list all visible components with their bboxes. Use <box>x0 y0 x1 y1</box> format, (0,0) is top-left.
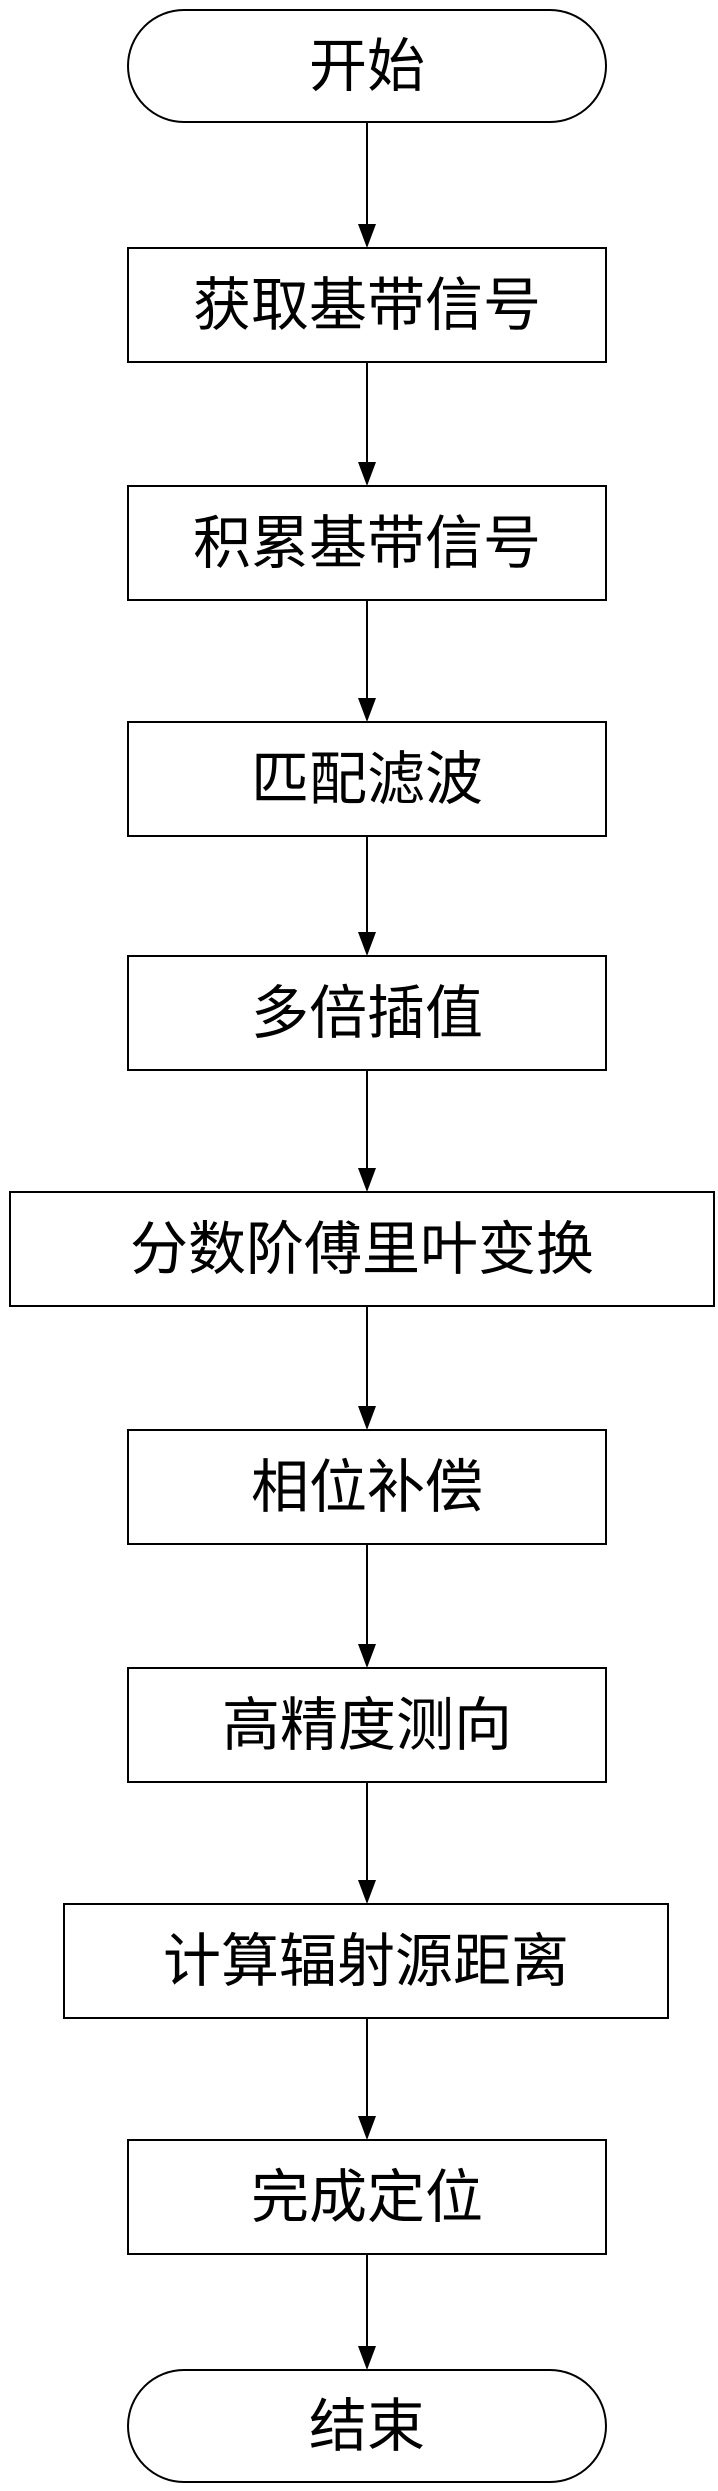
arrow-phase-comp-to-direction <box>358 1544 376 1668</box>
arrowhead-icon <box>358 224 376 248</box>
process-box <box>127 247 607 363</box>
process-box <box>9 1191 715 1307</box>
arrow-direction-to-distance <box>358 1782 376 1904</box>
node-label: 分数阶傅里叶变换 <box>130 1215 594 1283</box>
node-label: 结束 <box>309 2392 425 2460</box>
node-label: 积累基带信号 <box>193 509 541 577</box>
arrow-frft-to-phase-comp <box>358 1306 376 1430</box>
arrow-distance-to-locate <box>358 2018 376 2140</box>
node-label: 获取基带信号 <box>193 271 541 339</box>
arrow-start-to-acquire <box>358 122 376 248</box>
process-box <box>63 1903 669 2019</box>
node-label: 相位补偿 <box>251 1453 483 1521</box>
node-label: 计算辐射源距离 <box>163 1927 569 1995</box>
arrowhead-icon <box>358 1168 376 1192</box>
process-box <box>127 2139 607 2255</box>
arrow-acquire-to-accumulate <box>358 362 376 486</box>
node-locate: 完成定位 <box>127 2139 607 2255</box>
process-box <box>127 1667 607 1783</box>
process-box <box>127 1429 607 1545</box>
node-direction: 高精度测向 <box>127 1667 607 1783</box>
arrow-locate-to-end <box>358 2254 376 2370</box>
process-box <box>127 955 607 1071</box>
terminal-shape <box>127 2369 607 2483</box>
node-distance: 计算辐射源距离 <box>63 1903 669 2019</box>
arrowhead-icon <box>358 1406 376 1430</box>
arrowhead-icon <box>358 2346 376 2370</box>
edges <box>358 122 376 2370</box>
nodes: 开始获取基带信号积累基带信号匹配滤波多倍插值分数阶傅里叶变换相位补偿高精度测向计… <box>9 9 715 2483</box>
node-phase-comp: 相位补偿 <box>127 1429 607 1545</box>
arrowhead-icon <box>358 2116 376 2140</box>
node-label: 高精度测向 <box>222 1691 512 1759</box>
arrowhead-icon <box>358 1644 376 1668</box>
node-frft: 分数阶傅里叶变换 <box>9 1191 715 1307</box>
arrowhead-icon <box>358 1880 376 1904</box>
arrowhead-icon <box>358 932 376 956</box>
process-box <box>127 721 607 837</box>
node-interpolate: 多倍插值 <box>127 955 607 1071</box>
node-label: 匹配滤波 <box>251 745 483 813</box>
node-label: 完成定位 <box>251 2163 483 2231</box>
node-label: 多倍插值 <box>251 979 483 1047</box>
arrowhead-icon <box>358 462 376 486</box>
node-accumulate: 积累基带信号 <box>127 485 607 601</box>
arrowhead-icon <box>358 698 376 722</box>
terminal-shape <box>127 9 607 123</box>
node-label: 开始 <box>309 32 425 100</box>
node-end: 结束 <box>127 2369 607 2483</box>
arrow-interpolate-to-frft <box>358 1070 376 1192</box>
node-acquire: 获取基带信号 <box>127 247 607 363</box>
arrow-accumulate-to-matched-filter <box>358 600 376 722</box>
process-box <box>127 485 607 601</box>
arrow-matched-filter-to-interpolate <box>358 836 376 956</box>
node-matched-filter: 匹配滤波 <box>127 721 607 837</box>
node-start: 开始 <box>127 9 607 123</box>
